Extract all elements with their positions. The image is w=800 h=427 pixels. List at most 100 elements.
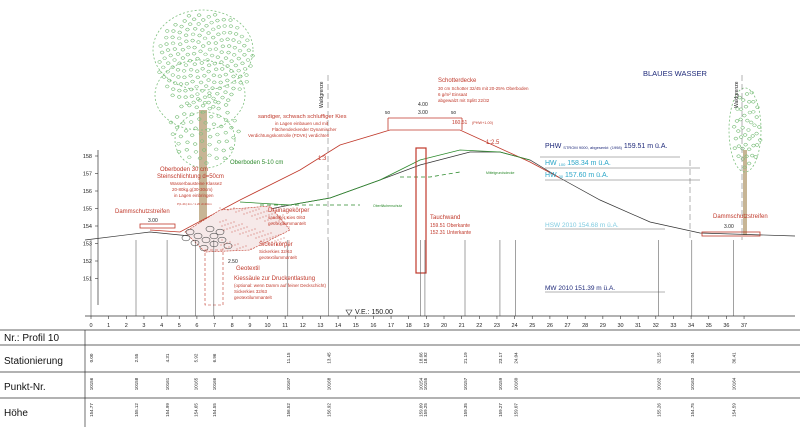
table-cell: 159.09 <box>418 403 423 417</box>
gravel-dot <box>223 243 225 245</box>
leaf <box>207 91 212 95</box>
leaf <box>221 17 227 22</box>
svg-text:6 g/m² Einsaat: 6 g/m² Einsaat <box>438 92 468 97</box>
leaf <box>731 124 737 129</box>
leaf <box>223 72 229 77</box>
leaf <box>207 47 213 52</box>
x-tick-label: 5 <box>178 323 181 329</box>
leaf <box>183 95 188 100</box>
leaf <box>224 139 230 144</box>
leaf <box>157 70 162 75</box>
gravel-dot <box>258 236 260 238</box>
leaf <box>216 32 221 37</box>
gravel-dot <box>221 225 223 227</box>
leaf <box>237 87 243 91</box>
gravel-dot <box>253 233 255 235</box>
gravel-dot <box>274 240 276 242</box>
svg-text:Mittelgrundsdecke: Mittelgrundsdecke <box>486 171 514 175</box>
leaf <box>215 18 220 23</box>
leaf <box>219 38 225 42</box>
leaf <box>744 154 749 159</box>
leaf <box>215 55 221 59</box>
svg-text:geotextilummantelt: geotextilummantelt <box>234 295 273 300</box>
leaf <box>183 33 189 38</box>
leaf <box>177 88 182 93</box>
gravel-dot <box>246 212 248 214</box>
leaf <box>198 80 204 85</box>
leaf <box>200 67 205 71</box>
leaf <box>250 54 255 58</box>
table-cell: 10164 <box>732 377 737 390</box>
table-cell: 18.66 <box>418 352 423 364</box>
leaf <box>213 99 218 104</box>
leaf <box>204 161 209 165</box>
leaf <box>190 79 195 84</box>
gravel-dot <box>281 219 283 221</box>
leaf <box>207 134 213 139</box>
leaf <box>201 18 206 22</box>
leaf <box>185 27 190 32</box>
leaf <box>211 96 216 101</box>
gravel-dot <box>229 227 231 229</box>
svg-text:Kiessäule zur Druckentlastung: Kiessäule zur Druckentlastung <box>234 276 315 282</box>
leaf <box>179 104 184 109</box>
leaf <box>207 94 212 98</box>
leaf <box>191 100 197 105</box>
leaf <box>189 133 195 138</box>
leaf <box>223 118 229 122</box>
leaf <box>202 95 208 100</box>
leaf <box>182 75 187 80</box>
leaf <box>746 128 751 132</box>
gravel-dot <box>278 220 280 222</box>
stone <box>217 236 227 244</box>
leaf <box>233 32 239 36</box>
leaf <box>186 45 191 50</box>
gravel-dot <box>284 218 286 220</box>
svg-text:2.50: 2.50 <box>228 259 238 265</box>
gravel-dot <box>222 220 224 222</box>
gravel-dot <box>263 211 265 213</box>
gravel-dot <box>236 248 238 250</box>
gravel-dot <box>240 228 242 230</box>
leaf <box>193 126 198 131</box>
x-tick-label: 28 <box>582 323 588 329</box>
y-tick-label: 151 <box>83 277 92 283</box>
leaf <box>740 146 745 151</box>
svg-text:Drainagekörper: Drainagekörper <box>268 208 309 214</box>
leaf <box>157 60 162 64</box>
x-tick-label: 36 <box>723 323 729 329</box>
gravel-dot <box>246 226 248 228</box>
gravel-dot <box>226 242 228 244</box>
gravel-dot <box>242 246 244 248</box>
x-tick-label: 1 <box>107 323 110 329</box>
table-cell: 154.77 <box>89 403 94 417</box>
leaf <box>750 134 756 138</box>
gravel-dot <box>243 213 245 215</box>
svg-text:P(1.2b) 2m / 1.20 d=40cm: P(1.2b) 2m / 1.20 d=40cm <box>177 202 212 206</box>
gravel-dot <box>222 248 224 250</box>
leaf <box>206 41 212 45</box>
leaf <box>237 48 243 53</box>
gravel-dot <box>276 244 278 246</box>
leaf <box>205 58 210 62</box>
gravel-dot <box>264 220 266 222</box>
leaf <box>187 155 192 160</box>
leaf <box>754 115 760 119</box>
leaf <box>194 84 199 89</box>
x-tick-label: 6 <box>195 323 198 329</box>
leaf <box>216 106 221 111</box>
leaf <box>223 56 229 60</box>
leaf <box>248 64 253 68</box>
leaf <box>732 146 738 150</box>
leaf <box>207 153 212 158</box>
gravel-dot <box>256 232 258 234</box>
svg-text:Dammschutzstreifen: Dammschutzstreifen <box>713 214 768 220</box>
leaf <box>206 31 211 35</box>
leaf <box>183 129 189 133</box>
x-tick-label: 24 <box>512 323 518 329</box>
leaf <box>746 161 752 166</box>
leaf <box>177 61 182 66</box>
leaf <box>202 100 208 105</box>
gravel-dot <box>280 238 282 240</box>
